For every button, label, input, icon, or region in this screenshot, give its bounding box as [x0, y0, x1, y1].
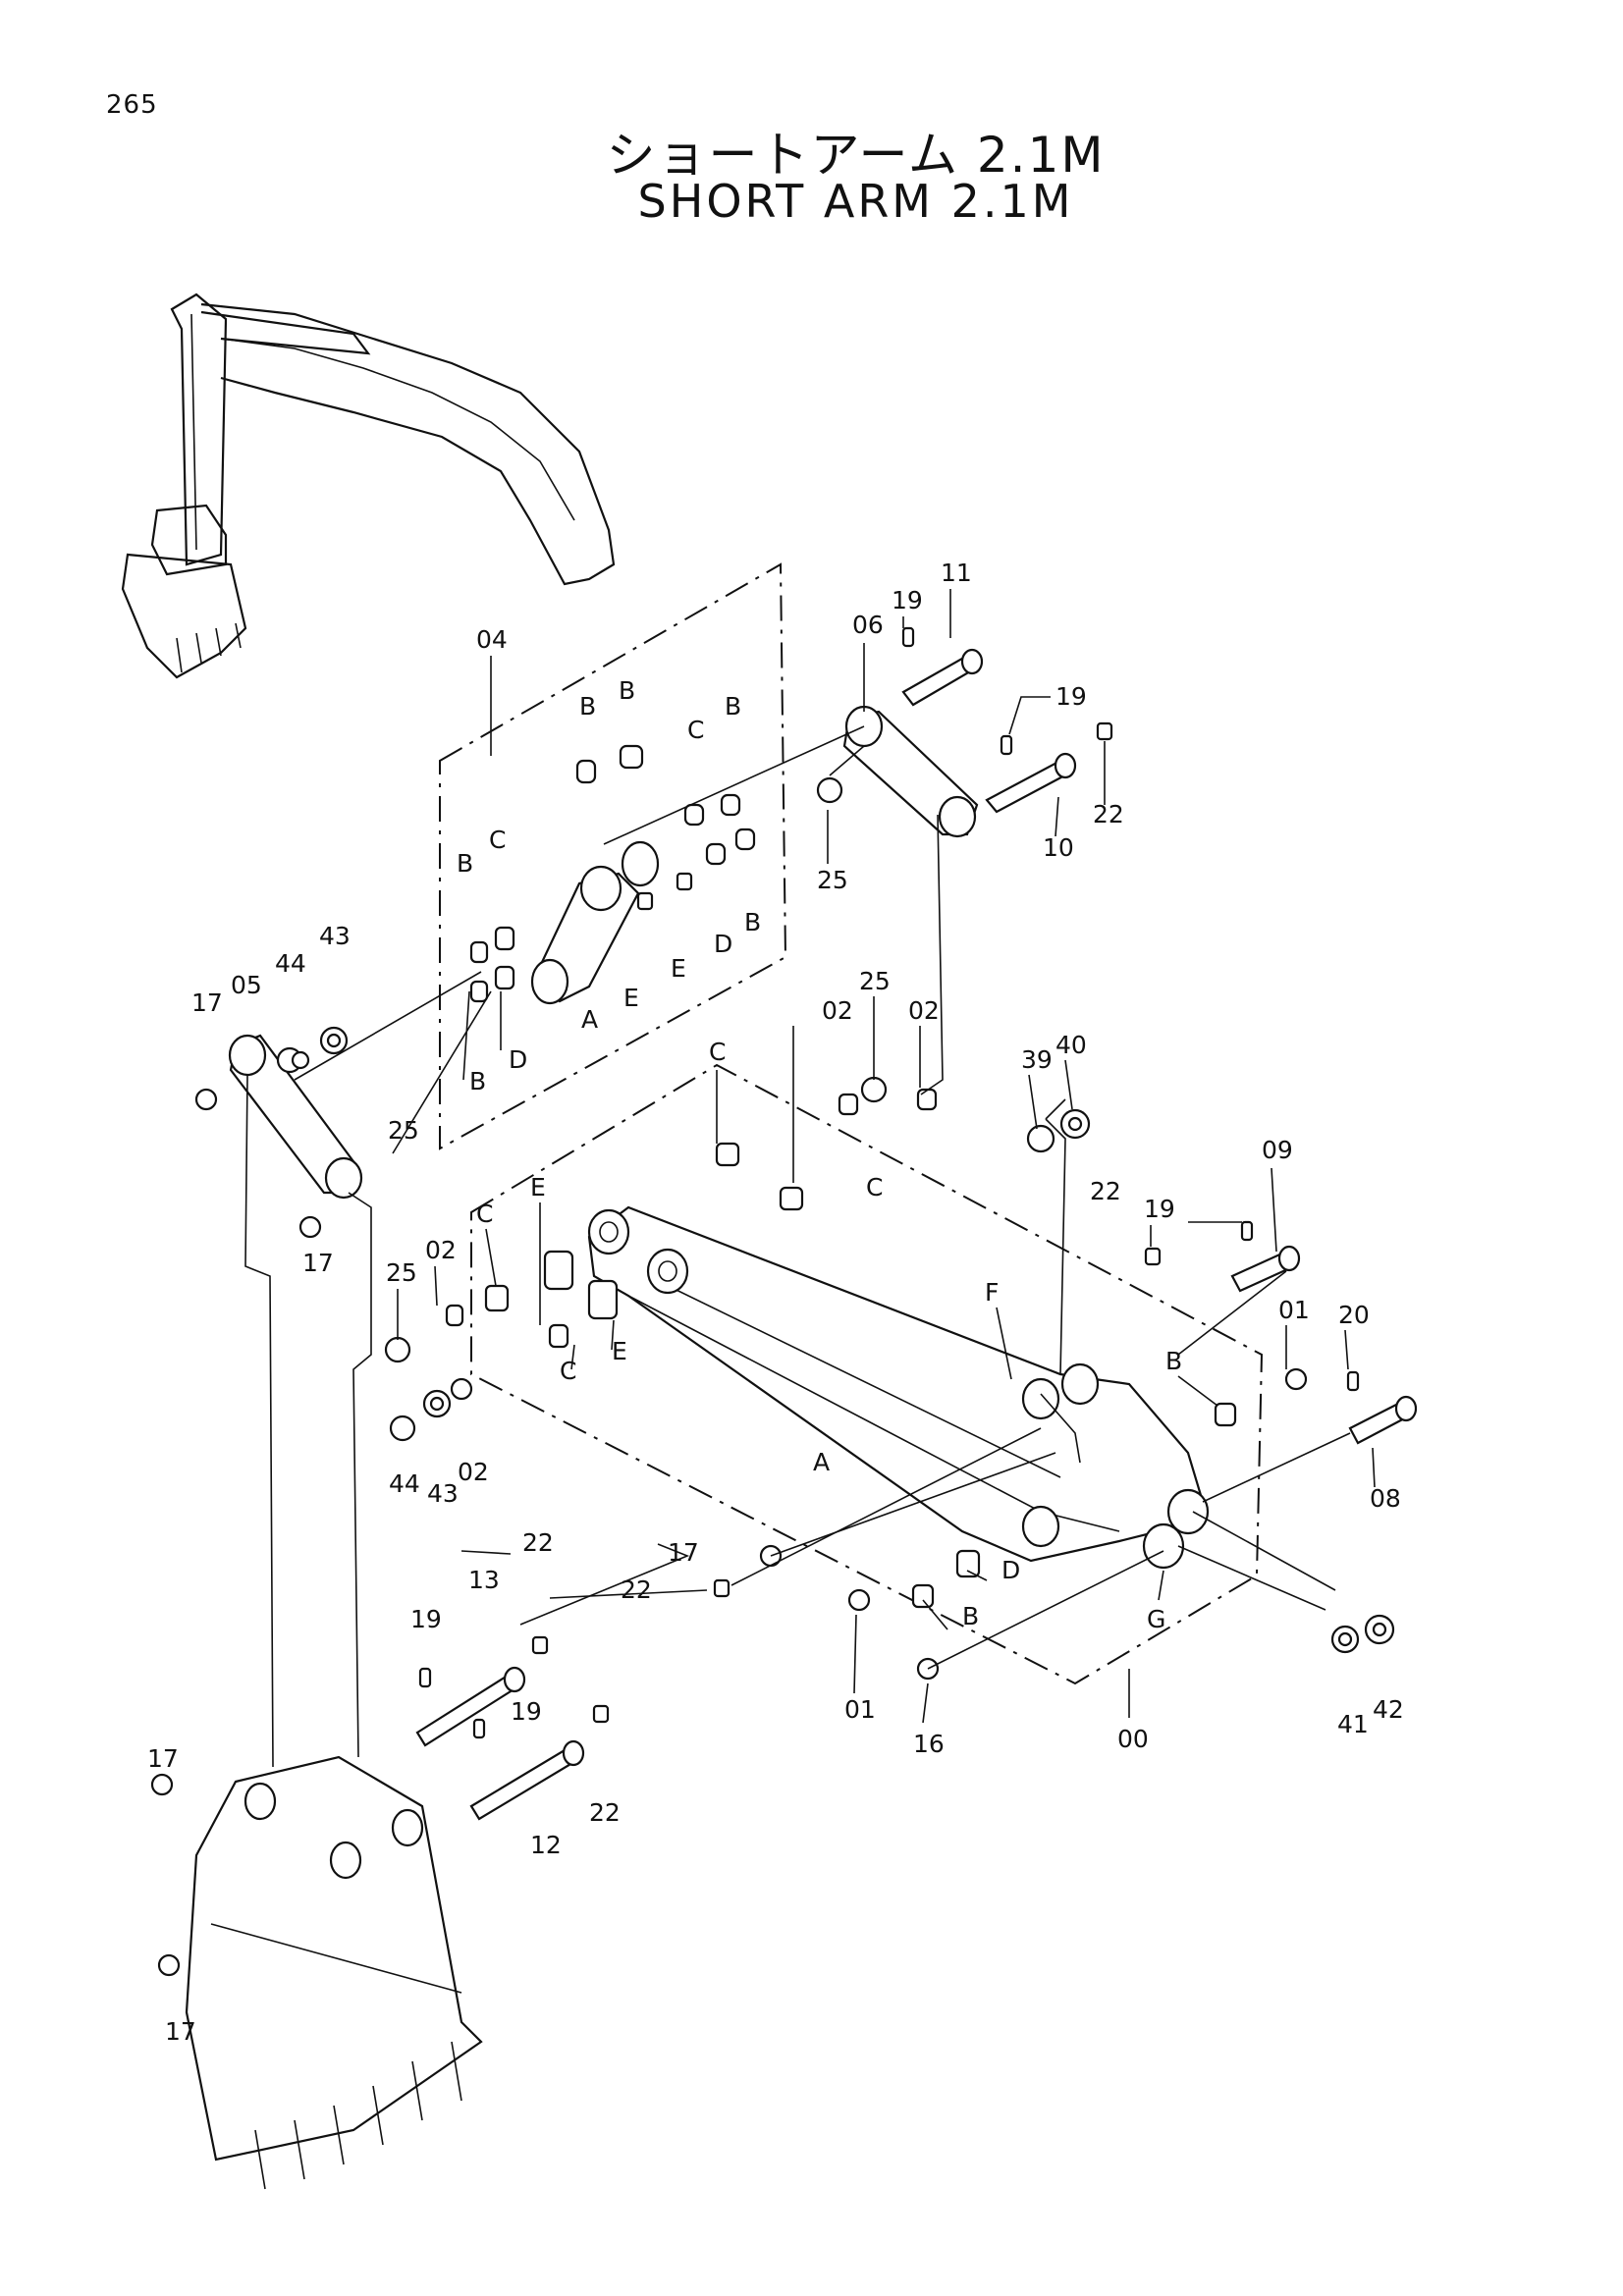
callout: 02: [425, 1236, 457, 1264]
callout: E: [612, 1337, 627, 1365]
link-05: [228, 1034, 363, 1200]
callout: 25: [817, 866, 848, 894]
callout: 25: [388, 1116, 419, 1145]
callout: E: [530, 1173, 546, 1201]
callout: 04: [476, 625, 508, 654]
callout: 02: [822, 996, 853, 1025]
callout: D: [509, 1045, 527, 1074]
callout: B: [579, 692, 596, 721]
callout: 16: [913, 1730, 945, 1758]
callout: 00: [1117, 1725, 1149, 1753]
callout: 44: [275, 949, 306, 978]
callout: 08: [1370, 1484, 1401, 1513]
callout: F: [985, 1278, 999, 1307]
callout: B: [619, 676, 635, 705]
callout: 22: [1093, 800, 1124, 828]
callout: B: [1165, 1347, 1182, 1375]
callout: 19: [1144, 1195, 1175, 1223]
callout: B: [457, 849, 473, 878]
assembly-04-boundary: [439, 562, 787, 1150]
bucket: [185, 1755, 483, 2190]
link-06: [842, 705, 979, 838]
page-number: 265: [106, 90, 158, 120]
callout: 01: [844, 1695, 876, 1724]
callout: D: [714, 930, 732, 958]
callout: E: [671, 954, 686, 983]
callout: 39: [1021, 1045, 1053, 1074]
callout: 10: [1043, 833, 1074, 862]
callout: 17: [147, 1744, 179, 1773]
title-japanese: ショートアーム 2.1M: [606, 127, 1106, 184]
callout: 12: [530, 1831, 562, 1859]
callout: 40: [1055, 1031, 1087, 1059]
callout: B: [744, 908, 761, 936]
callout-labels: 04 11 19 06 19 22 10 B B C B 25 B C E D …: [147, 559, 1404, 2046]
callout: 20: [1338, 1301, 1370, 1329]
callout: 17: [302, 1249, 334, 1277]
callout: 19: [892, 586, 923, 614]
label-ticks: [397, 589, 1376, 1724]
callout: B: [725, 692, 741, 721]
leader-lines: [244, 725, 1351, 1768]
callout: A: [581, 1005, 598, 1034]
callout: 17: [191, 988, 223, 1017]
callout: 43: [427, 1479, 459, 1508]
callout: 11: [941, 559, 972, 587]
callout: 22: [589, 1798, 621, 1827]
callout: 25: [859, 967, 891, 995]
callout: 09: [1262, 1136, 1293, 1164]
callout: 19: [511, 1697, 542, 1726]
callout: 22: [1090, 1177, 1121, 1205]
callout: 01: [1278, 1296, 1310, 1324]
callout: B: [962, 1602, 979, 1630]
callout: 19: [1055, 682, 1087, 711]
callout: C: [489, 826, 506, 854]
callout: C: [866, 1173, 883, 1201]
callout: C: [476, 1200, 493, 1228]
callout: 02: [458, 1458, 489, 1486]
callout: E: [623, 984, 639, 1012]
callout: 22: [522, 1528, 554, 1557]
callout: 25: [386, 1258, 417, 1287]
callout: 44: [389, 1469, 420, 1498]
callout: C: [560, 1357, 576, 1385]
callout: B: [469, 1067, 486, 1095]
callout: A: [813, 1448, 830, 1476]
callout: 06: [852, 611, 884, 639]
callout: C: [687, 716, 704, 744]
callout: 42: [1373, 1695, 1404, 1724]
excavator-overview-illustration: [121, 293, 616, 679]
callout: 17: [165, 2017, 196, 2046]
assembly-00-boundary: [470, 1063, 1264, 1685]
callout: C: [709, 1038, 726, 1066]
callout: 13: [468, 1566, 500, 1594]
callout: G: [1147, 1605, 1165, 1633]
callout: 41: [1337, 1710, 1369, 1738]
callout: D: [1001, 1556, 1020, 1584]
title-english: SHORT ARM 2.1M: [637, 175, 1074, 228]
callout: 19: [410, 1605, 442, 1633]
callout: 02: [908, 996, 940, 1025]
pins: [415, 648, 1418, 1821]
callout: 43: [319, 922, 351, 950]
link-assembly-04: [469, 744, 756, 1005]
callout: 05: [231, 971, 262, 999]
callout: 22: [621, 1575, 652, 1604]
